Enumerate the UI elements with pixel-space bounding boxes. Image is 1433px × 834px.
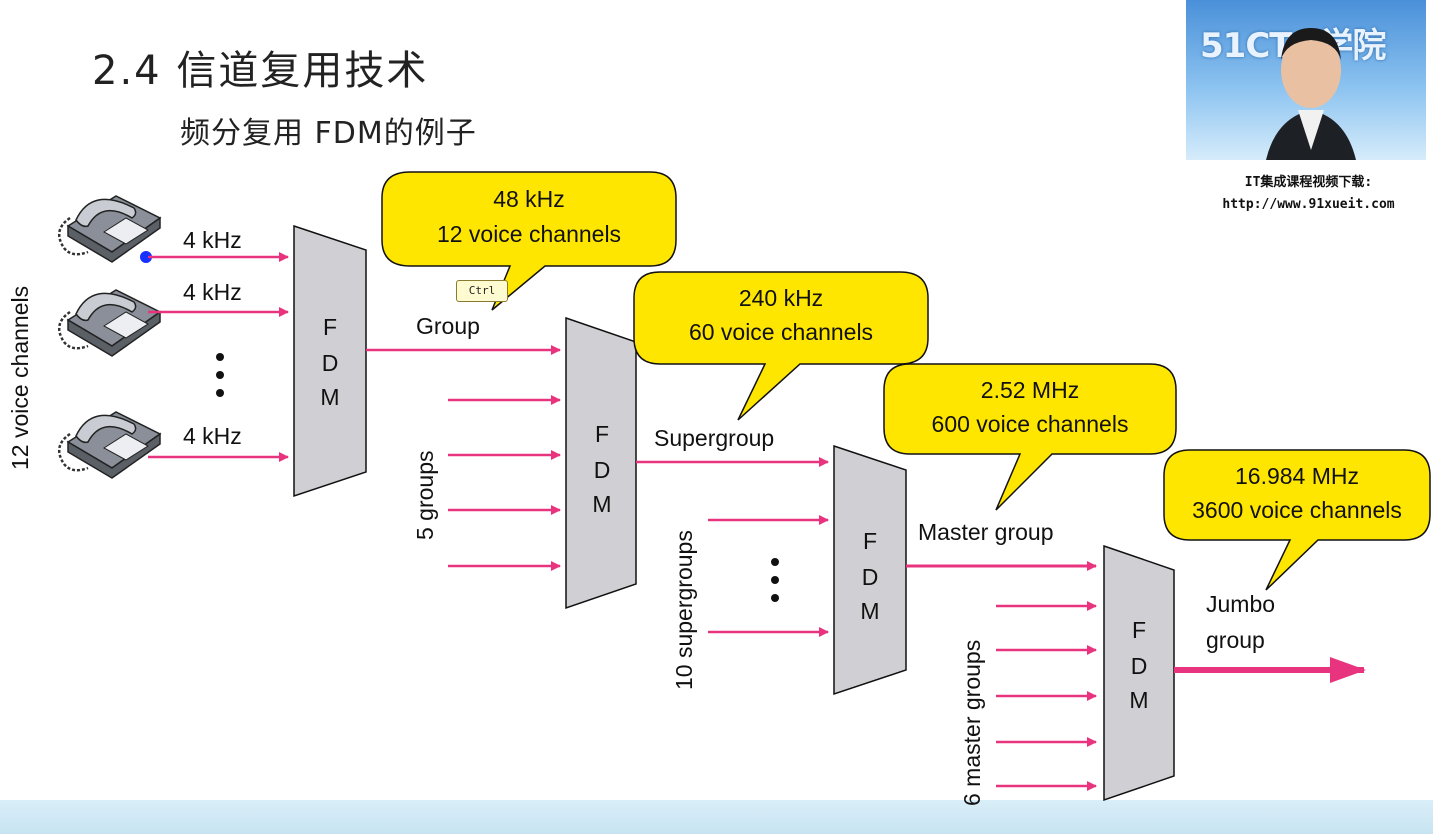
svg-text:3600 voice channels: 3600 voice channels [1192,497,1402,523]
callout-bubble: 2.52 MHz 600 voice channels [883,363,1177,511]
phone-icon [57,410,162,480]
ellipsis-dots [216,353,224,397]
svg-text:F: F [323,314,337,340]
fdm-multiplexer: F D M [565,316,637,610]
svg-text:M: M [1129,687,1148,713]
svg-text:60 voice channels: 60 voice channels [689,319,873,345]
svg-text:600 voice channels: 600 voice channels [932,411,1129,437]
svg-text:D: D [862,564,879,590]
ctrl-key-tooltip: Ctrl [456,280,508,302]
svg-text:16.984 MHz: 16.984 MHz [1235,463,1359,489]
fdm-multiplexer: F D M [293,224,367,498]
input-groups-label: 10 supergroups [671,530,697,690]
ellipsis-dots [771,558,779,602]
instructor-video: 51CTO学院 [1186,0,1426,160]
jumbo-label: Jumbo [1206,591,1275,617]
svg-text:D: D [594,457,611,483]
phone-icon [57,288,162,358]
svg-text:D: D [1131,653,1148,679]
callout-bubble: 16.984 MHz 3600 voice channels [1163,449,1431,591]
slide-subtitle: 频分复用 FDM的例子 [180,116,477,151]
svg-text:240 kHz: 240 kHz [739,285,823,311]
svg-text:M: M [860,598,879,624]
phone-frequency-label: 4 kHz [183,423,242,449]
promo-line-2[interactable]: http://www.91xueit.com [1222,197,1395,212]
svg-text:12 voice channels: 12 voice channels [437,221,621,247]
fdm-multiplexer: F D M [833,444,907,696]
input-groups-label: 6 master groups [959,640,985,806]
slide-footer-band [0,800,1433,834]
instructor-portrait [1266,28,1356,160]
svg-text:D: D [322,350,339,376]
svg-text:F: F [863,528,877,554]
slide-title: 2.4 信道复用技术 [92,48,429,94]
stage-output-label: Supergroup [654,425,774,451]
cursor-dot [140,251,152,263]
svg-text:M: M [592,491,611,517]
fdm-multiplexer: F D M [1103,544,1175,802]
promo-line-1: IT集成课程视频下载: [1244,175,1373,190]
svg-text:48 kHz: 48 kHz [493,186,565,212]
svg-text:2.52 MHz: 2.52 MHz [981,377,1079,403]
input-channels-label: 12 voice channels [7,286,33,470]
svg-text:F: F [1132,617,1146,643]
stage-output-label: Master group [918,519,1054,545]
svg-text:F: F [595,421,609,447]
svg-text:M: M [320,384,339,410]
promo-text: IT集成课程视频下载: http://www.91xueit.com [1186,172,1431,216]
callout-bubble: 240 kHz 60 voice channels [633,271,929,421]
jumbo-label: group [1206,627,1265,653]
callout-bubble: 48 kHz 12 voice channels [381,171,677,311]
phone-frequency-label: 4 kHz [183,227,242,253]
input-groups-label: 5 groups [412,450,438,540]
stage-output-label: Group [416,313,480,339]
phone-frequency-label: 4 kHz [183,279,242,305]
